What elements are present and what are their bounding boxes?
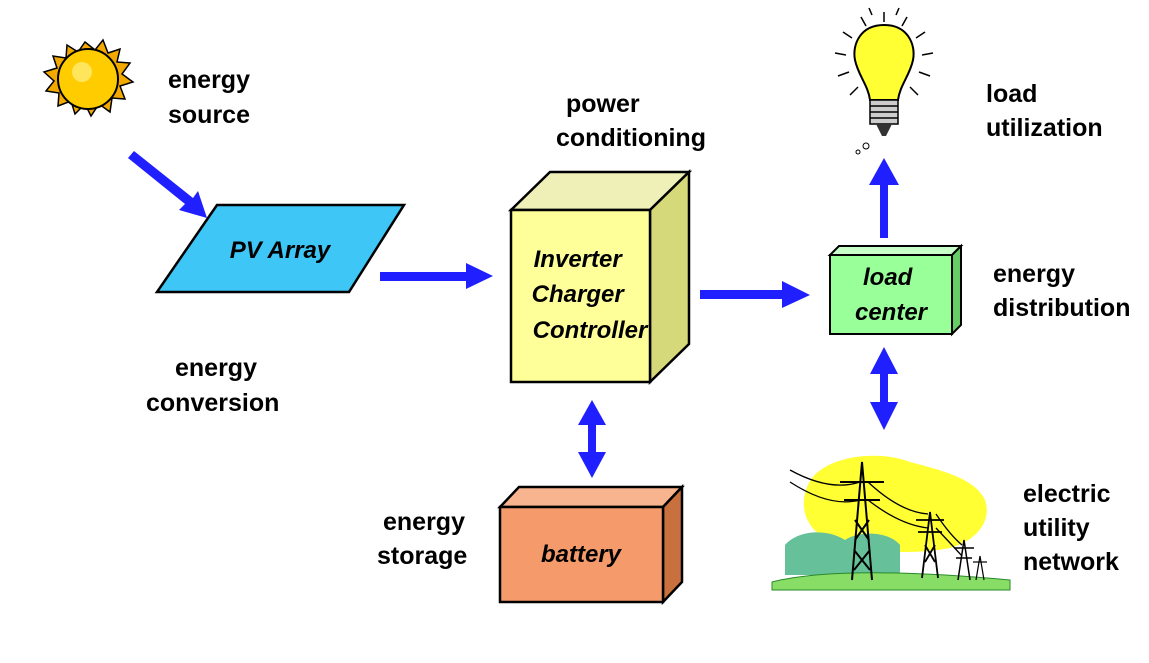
power-conditioning-label: power conditioning (556, 90, 706, 152)
light-bulb-icon (834, 7, 934, 155)
arrow-load-center-to-grid-bidirectional (870, 347, 898, 430)
energy-storage-label: energy storage (377, 508, 472, 570)
pv-array-label: PV Array (230, 237, 332, 264)
inverter-block: Inverter Charger Controller (507, 169, 693, 385)
energy-conversion-label: energy conversion (146, 354, 279, 417)
load-center-block: load center (827, 243, 964, 337)
battery-label: battery (541, 541, 623, 568)
arrow-sun-to-pv (128, 151, 207, 218)
arrow-pv-to-inverter (380, 263, 493, 289)
arrow-load-center-to-bulb (869, 158, 899, 238)
inverter-label: Inverter Charger Controller (532, 246, 649, 344)
battery-block: battery (497, 483, 685, 606)
pv-array-block: PV Array (154, 203, 407, 294)
energy-source-label: energy source (168, 66, 257, 129)
load-utilization-label: load utilization (986, 80, 1103, 142)
sun-icon (42, 38, 135, 118)
electric-utility-network-label: electric utility network (1023, 480, 1119, 576)
load-center-label: load center (855, 264, 929, 326)
energy-distribution-label: energy distribution (993, 260, 1130, 322)
arrow-inverter-to-battery-bidirectional (578, 400, 606, 478)
arrow-inverter-to-load-center (700, 281, 810, 308)
power-lines-icon (771, 455, 1011, 591)
